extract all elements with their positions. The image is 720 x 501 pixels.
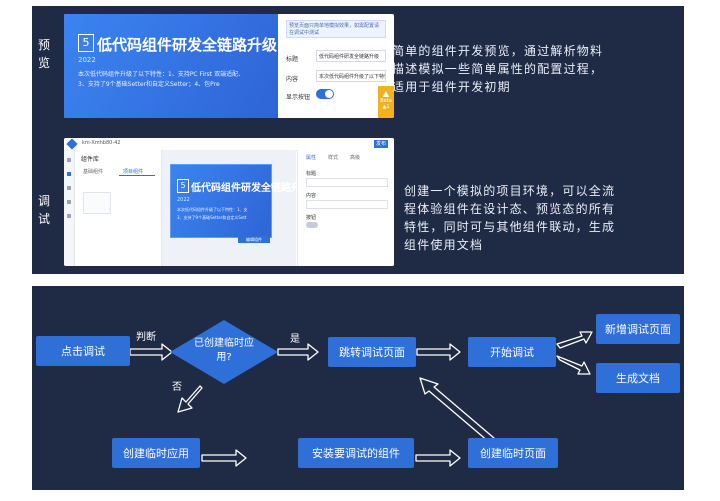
debug-banner-line2: 3、支持了9个基础Setter和自定义Sett [177,215,247,220]
arrow-begin-to-add [556,331,593,349]
preview-banner: 5 低代码组件研发全链路升级 2022 本次低代码组件升级了以下特性：1、支持P… [64,14,278,118]
settings-field-title-label: 标题 [306,171,317,177]
rail-icon-4[interactable] [67,200,71,204]
debug-app-name: km-Xmhb80-42 [82,140,121,146]
flow-doc-box[interactable]: 生成文档 [596,363,680,393]
preview-toggle-knob [325,90,333,98]
preview-field2-input[interactable]: 本次低代码组件升级了以下特性：1 [316,70,386,82]
preview-banner-line2: 3、支持了9个基础Setter和自定义Setter；4、包Pre [78,81,220,88]
lib-tab-underline [119,175,155,176]
flow-judge-label: 判断 [136,332,156,343]
decision-diamond [170,320,278,384]
component-library-panel: 组件库 基础组件 项目组件 [75,150,162,266]
preview-desc-line-3: 适用于组件开发初期 [392,80,511,94]
debug-banner-line1: 本次低代码组件升级了以下特性：1、支 [177,207,248,212]
debug-banner-title: 低代码组件研发全链路升 [191,183,301,194]
debug-edit-button[interactable]: 编辑组件 [238,236,270,243]
debug-banner[interactable]: 5 低代码组件研发全链路升 2022 本次低代码组件升级了以下特性：1、支 3、… [170,164,301,238]
debug-side-text: 调试 [37,194,50,226]
debug-screenshot: km-Xmhb80-42 发布 组件库 基础组件 项目组件 5 低代码组件研发全… [64,138,394,266]
debug-publish-button[interactable]: 发布 [374,140,388,148]
preview-side-text: 预览 [37,38,50,70]
debug-canvas: 5 低代码组件研发全链路升 2022 本次低代码组件升级了以下特性：1、支 3、… [162,150,301,266]
preview-side-widget[interactable]: ▲ Beta ▲1 [378,86,394,118]
preview-desc-line-1: 简单的组件开发预览，通过解析物料 [392,44,604,58]
preview-banner-year: 2022 [78,56,96,64]
preview-side-count: ▲1 [382,104,390,110]
preview-screenshot: 5 低代码组件研发全链路升级 2022 本次低代码组件升级了以下特性：1、支持P… [64,14,394,118]
flow-arrows [129,320,593,467]
debug-settings-panel: 属性 样式 高级 标题 内容 按钮 [297,150,394,266]
preview-desc-line-2: 描述模拟一些简单属性的配置过程， [392,62,604,76]
arrow-begin-to-doc [556,355,591,375]
settings-tab-advanced[interactable]: 高级 [350,155,361,161]
settings-field-button-label: 按钮 [306,215,317,221]
debug-desc-line-3: 特性，同时可与其他组件联动，生成 [404,220,616,234]
flow-start-button[interactable]: 点击调试 [36,336,130,366]
debug-description: 创建一个模拟的项目环境，可以全流 程体验组件在设计态、预览态的所有 特性，同时可… [404,182,615,254]
flow-jump-box[interactable]: 跳转调试页面 [328,337,416,367]
debug-icon-rail [64,150,75,266]
settings-field-content-label: 内容 [306,193,317,199]
preview-field1-label: 标题 [286,56,299,63]
flow-install-box[interactable]: 安装要调试的组件 [298,438,414,468]
arrow-install-to-page [415,449,461,467]
flow-add-page-box[interactable]: 新增调试页面 [596,314,680,344]
preview-field1-input[interactable]: 低代码组件研发全链路升级 [316,50,386,62]
component-library-title: 组件库 [81,156,100,163]
debug-banner-number: 5 [177,179,189,193]
preview-toggle-label: 显示按钮 [286,94,311,101]
flow-create-page-box[interactable]: 创建临时页面 [468,438,558,468]
rail-icon-5[interactable] [67,214,71,218]
flow-begin-box[interactable]: 开始调试 [468,337,556,367]
lib-tab-basic[interactable]: 基础组件 [83,169,104,175]
debug-desc-line-1: 创建一个模拟的项目环境，可以全流 [404,184,616,198]
flow-create-app-box[interactable]: 创建临时应用 [112,438,200,468]
preview-banner-line1: 本次低代码组件升级了以下特性：1、支持PC First 双端适配、 [78,71,245,78]
preview-side-badge: Beta [380,98,392,104]
preview-banner-number: 5 [78,34,94,52]
flow-no-label: 否 [172,382,182,393]
preview-field2-label: 内容 [286,76,299,83]
top-panel: 预览 5 低代码组件研发全链路升级 2022 本次低代码组件升级了以下特性：1、… [32,6,684,274]
debug-banner-year: 2022 [177,197,190,203]
preview-description: 简单的组件开发预览，通过解析物料 描述模拟一些简单属性的配置过程， 适用于组件开… [392,42,603,96]
arrow-decision-to-create-app [177,385,203,413]
debug-side-label: 调试 [32,192,56,228]
preview-side-label: 预览 [32,36,56,72]
component-card[interactable] [83,192,111,214]
app-logo-icon [66,138,78,150]
rail-icon-2[interactable] [67,172,71,176]
lib-tab-project[interactable]: 项目组件 [123,169,144,175]
settings-button-toggle[interactable] [306,222,318,228]
debug-desc-line-4: 组件使用文档 [404,238,484,252]
rail-icon-1[interactable] [67,158,71,162]
flow-decision-text: 已创建临时应用? [194,338,254,363]
settings-tab-props[interactable]: 属性 [306,155,317,161]
preview-notice: 预览页面只简单地模拟效果，如需配置请在调试中测试 [286,20,386,38]
arrow-page-to-jump [419,377,495,443]
flow-panel: 点击调试 判断 已创建临时应用? 是 否 跳转调试页面 开始调试 新增调试页面 … [32,286,684,490]
preview-banner-title: 低代码组件研发全链路升级 [97,36,278,54]
arrow-start-to-decision [129,343,173,361]
settings-tab-style[interactable]: 样式 [328,155,339,161]
rail-icon-3[interactable] [67,186,71,190]
arrow-app-to-install [201,449,247,467]
arrow-jump-to-begin [416,343,461,361]
flow-yes-label: 是 [290,334,300,345]
debug-desc-line-2: 程体验组件在设计态、预览态的所有 [404,202,616,216]
settings-field-title-input[interactable] [306,178,388,187]
preview-toggle[interactable] [316,89,334,99]
bell-icon: ▲ [382,89,390,98]
settings-field-content-input[interactable] [306,200,388,209]
arrow-decision-to-jump [277,343,319,361]
